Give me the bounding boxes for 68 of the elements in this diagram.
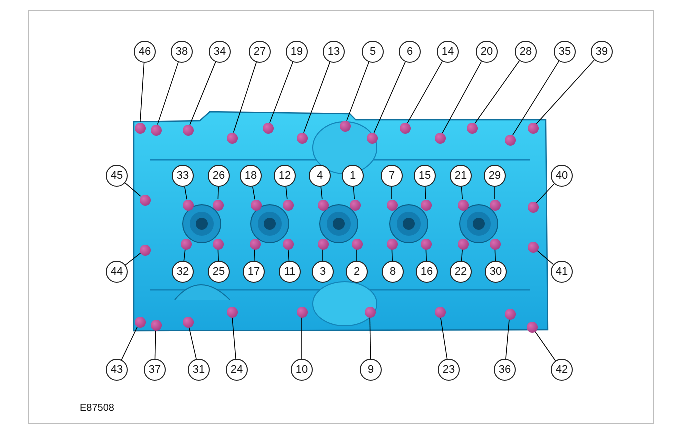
callout-number: 6	[399, 41, 421, 63]
leader-line	[534, 331, 556, 362]
leader-line	[506, 319, 510, 360]
leader-line	[426, 249, 427, 262]
leader-line	[346, 62, 370, 122]
leader-line	[121, 326, 138, 360]
leader-line	[424, 186, 426, 200]
callout-number: 19	[286, 41, 308, 63]
callout-number: 42	[551, 359, 573, 381]
leader-line	[512, 60, 560, 136]
leader-line	[188, 326, 197, 360]
leader-line	[232, 317, 236, 360]
leader-line	[184, 186, 188, 200]
callout-number: 38	[171, 41, 193, 63]
leader-line	[254, 249, 256, 262]
callout-number: 37	[144, 359, 166, 381]
leader-line	[154, 330, 156, 360]
leader-line	[461, 249, 463, 262]
callout-number: 45	[106, 165, 128, 187]
callout-number: 31	[188, 359, 210, 381]
leader-line	[322, 249, 324, 262]
leader-line	[184, 249, 186, 262]
leader-line	[474, 60, 520, 124]
leader-line	[288, 249, 290, 262]
leader-line	[536, 60, 595, 124]
callout-number: 40	[551, 165, 573, 187]
leader-line	[124, 182, 142, 197]
leader-line	[442, 61, 482, 134]
callout-number: 44	[106, 261, 128, 283]
callout-number: 41	[551, 261, 573, 283]
callout-number: 35	[554, 41, 576, 63]
leader-line	[218, 249, 219, 262]
leader-line	[233, 62, 257, 134]
callout-number: 14	[437, 41, 459, 63]
leader-line	[218, 186, 220, 200]
leader-line	[536, 250, 554, 266]
leader-line	[494, 186, 496, 200]
callout-number: 27	[249, 41, 271, 63]
leader-line	[407, 61, 443, 124]
leader-line	[286, 186, 288, 200]
callout-number: 43	[106, 359, 128, 381]
callout-number: 5	[362, 41, 384, 63]
callout-number: 46	[134, 41, 156, 63]
leader-line	[190, 62, 216, 126]
leader-line	[125, 253, 142, 266]
leader-line	[320, 186, 323, 200]
leader-line	[536, 184, 555, 204]
leader-line	[140, 62, 145, 123]
leader-line	[392, 249, 393, 262]
callout-number: 24	[226, 359, 248, 381]
figure-reference: E87508	[80, 403, 114, 414]
leader-line	[353, 186, 356, 200]
callout-number: 39	[591, 41, 613, 63]
callout-number: 34	[209, 41, 231, 63]
leader-line	[370, 317, 372, 360]
leader-line	[252, 186, 256, 200]
leader-line	[494, 249, 496, 262]
leader-line	[461, 186, 464, 200]
leader-line	[356, 249, 358, 262]
leader-line	[157, 62, 179, 126]
callout-number: 28	[515, 41, 537, 63]
callout-number: 10	[291, 359, 313, 381]
callout-number: 36	[494, 359, 516, 381]
callout-number: 20	[476, 41, 498, 63]
callout-number: 9	[360, 359, 382, 381]
leader-line	[304, 62, 331, 134]
callout-number: 13	[323, 41, 345, 63]
callout-number: 23	[438, 359, 460, 381]
